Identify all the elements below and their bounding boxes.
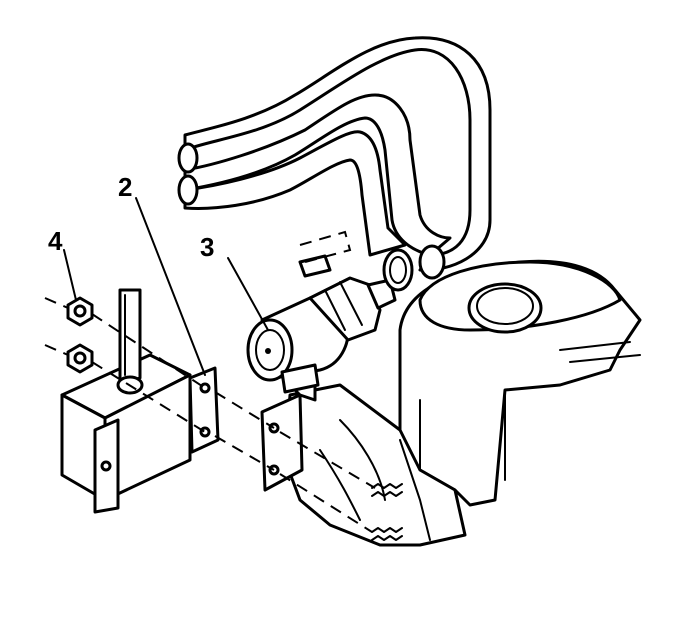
spring-fastener-upper (371, 483, 403, 497)
air-cleaner-housing (398, 259, 642, 507)
callout-4: 4 (48, 226, 63, 256)
mounting-nut-lower (66, 343, 94, 374)
solenoid-valve (60, 288, 220, 514)
lower-support (283, 383, 467, 547)
spring-fastener-lower (371, 527, 403, 541)
leader-lines (63, 197, 269, 376)
hose-assembly (177, 36, 492, 280)
air-pump (246, 248, 414, 394)
assembly-guide-line (299, 230, 352, 263)
alignment-lines (44, 297, 376, 533)
callout-3: 3 (200, 232, 214, 262)
callout-2: 2 (118, 172, 132, 202)
mounting-nut-upper (66, 296, 94, 327)
